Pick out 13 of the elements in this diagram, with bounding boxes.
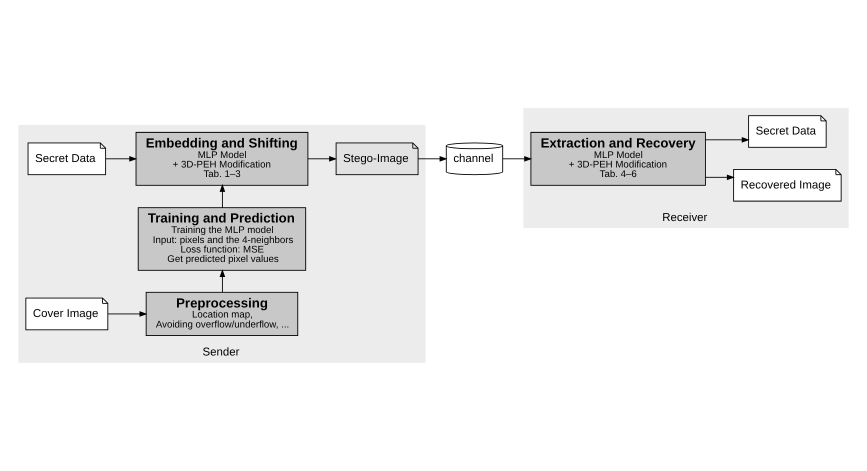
arrow — [705, 137, 750, 143]
node-box: Embedding and Shifting MLP Model + 3D-PEH Modification Tab. 1–3 — [136, 132, 308, 186]
node-box: Preprocessing Location map, Avoiding overflow/underflow, ... — [146, 292, 298, 336]
arrow — [220, 184, 226, 208]
arrow — [705, 174, 735, 180]
arrow — [220, 269, 226, 293]
arrow — [502, 156, 532, 162]
arrow — [418, 156, 448, 162]
node-box: Extraction and Recovery MLP Model + 3D-PEH Modification Tab. 4–6 — [530, 132, 706, 186]
node-box: Training and Prediction Training the MLP model Input: pixels and the 4-neighbors Loss function: MSE Get predicted pixel values — [138, 207, 306, 271]
arrow — [307, 156, 338, 162]
arrow — [106, 156, 138, 162]
arrow — [108, 311, 148, 317]
